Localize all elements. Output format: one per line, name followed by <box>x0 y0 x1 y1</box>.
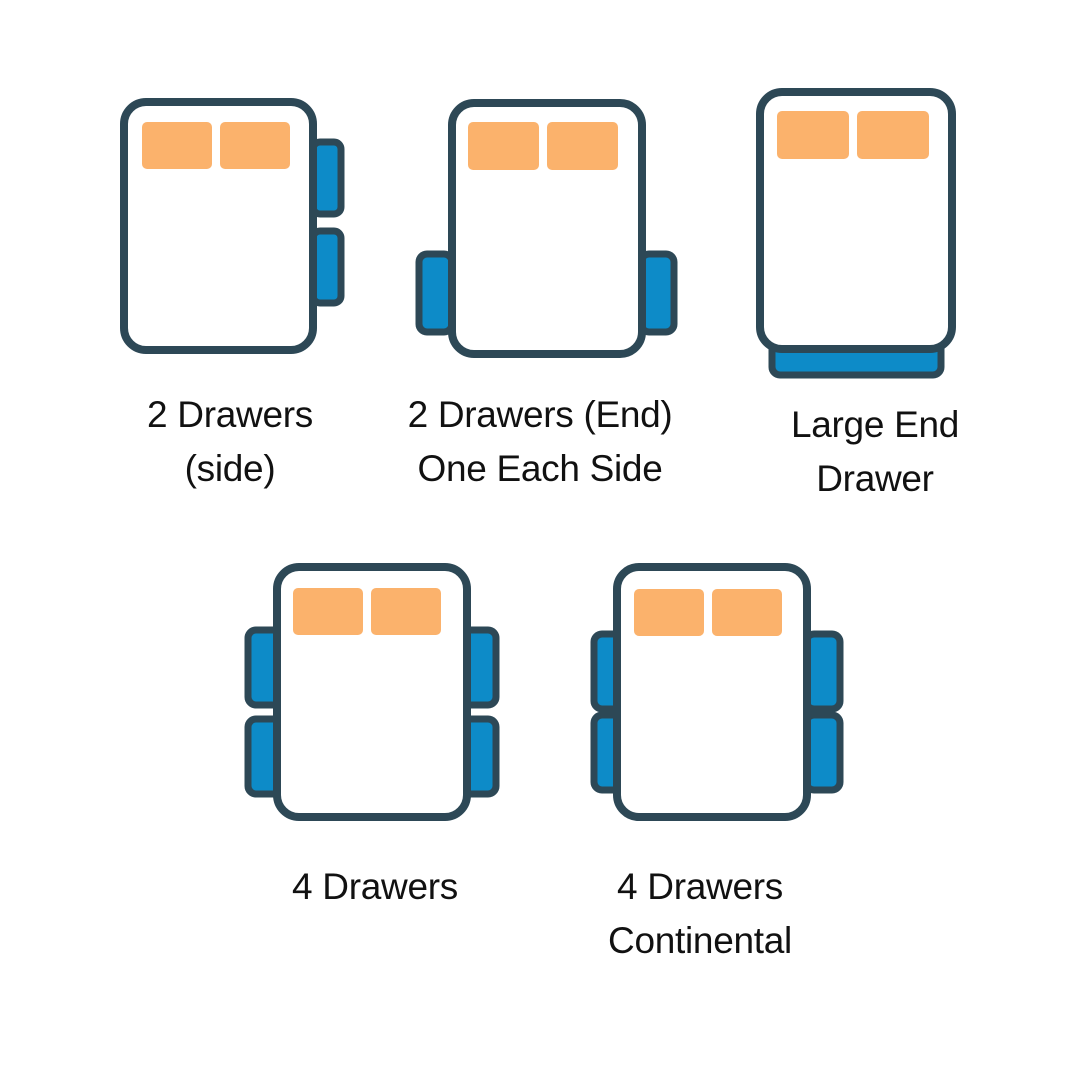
pillow-right <box>712 589 782 636</box>
bed-option-caption-four-drawers-continental: 4 Drawers Continental <box>608 866 792 961</box>
bed-option-caption-two-drawers-side: 2 Drawers (side) <box>147 394 313 489</box>
pillow-left <box>634 589 704 636</box>
pillow-left <box>142 122 212 169</box>
pillow-right <box>371 588 441 635</box>
pillow-right <box>857 111 929 159</box>
pillow-left <box>777 111 849 159</box>
pillow-left <box>293 588 363 635</box>
bed-option-caption-four-drawers: 4 Drawers <box>292 866 458 907</box>
pillow-right <box>220 122 290 169</box>
drawer-right-lower <box>802 711 844 794</box>
bed-option-caption-large-end-drawer: Large End Drawer <box>790 404 960 499</box>
drawer-right-upper <box>802 630 844 713</box>
bed-option-caption-two-drawers-end: 2 Drawers (End) One Each Side <box>407 394 673 489</box>
pillow-right <box>547 122 618 170</box>
pillow-left <box>468 122 539 170</box>
